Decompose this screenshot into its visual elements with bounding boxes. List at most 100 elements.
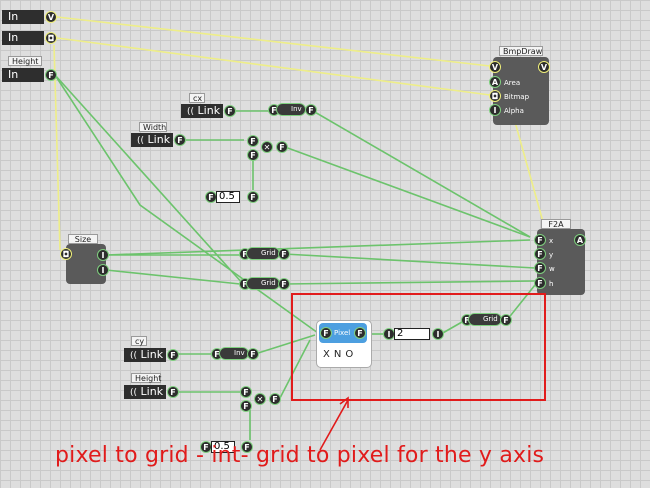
wire-cx-inv xyxy=(312,110,531,238)
wire-height-2 xyxy=(54,74,319,334)
grid-w-out-port-icon[interactable]: F xyxy=(500,314,512,326)
f2a-out-port-icon[interactable]: A xyxy=(574,234,586,246)
pixel-label: Pixel xyxy=(334,329,351,337)
float-port-icon[interactable]: F xyxy=(45,69,57,81)
f2a-x-label: x xyxy=(549,237,554,245)
inv-y-out-port-icon[interactable]: F xyxy=(247,348,259,360)
grid-y-out-port-icon[interactable]: F xyxy=(278,278,290,290)
bmpdraw-alpha-port-icon[interactable]: I xyxy=(489,104,501,116)
mult-x-in1-port-icon[interactable]: F xyxy=(247,135,259,147)
link-height-port-icon[interactable]: F xyxy=(167,386,179,398)
input-label-3: In xyxy=(8,68,19,81)
bmpdraw-title: BmpDraw xyxy=(499,46,543,56)
link-label-cy: Link xyxy=(140,348,164,361)
link-title-width: Width xyxy=(139,122,167,132)
f2a-title: F2A xyxy=(541,219,571,229)
wire-cy-inv xyxy=(254,334,316,355)
inv-y-node[interactable]: Inv xyxy=(219,347,249,360)
wire-mult-x xyxy=(284,146,531,238)
size-title: Size xyxy=(68,234,98,244)
annotation-arrow-head xyxy=(339,396,349,408)
link-title-cy: cy xyxy=(131,336,147,346)
bmpdraw-bitmap-port-icon[interactable]: ◘ xyxy=(489,90,501,102)
link-width-port-icon[interactable]: F xyxy=(174,134,186,146)
link-height[interactable]: (( Link xyxy=(124,385,166,399)
f2a-h-label: h xyxy=(549,280,554,288)
size-out2-port-icon[interactable]: I xyxy=(97,264,109,276)
annotation-arrow xyxy=(319,399,349,451)
wire-height xyxy=(54,74,245,286)
f2a-h-port-icon[interactable]: F xyxy=(534,277,546,289)
wire-size-2 xyxy=(105,269,241,285)
highlight-box xyxy=(291,293,546,401)
input-label-2: In xyxy=(8,31,19,44)
mult-y-in1-port-icon[interactable]: F xyxy=(240,386,252,398)
int-out-port-icon[interactable]: I xyxy=(432,328,444,340)
input-bar-2[interactable]: In xyxy=(2,31,44,45)
inv-x-node[interactable]: Inv xyxy=(276,103,306,116)
bmpdraw-in-port-icon[interactable]: V xyxy=(489,61,501,73)
grid-y-node[interactable]: Grid xyxy=(246,277,280,290)
bmpdraw-bitmap-label: Bitmap xyxy=(504,93,530,101)
link-label-width: Link xyxy=(147,133,171,146)
wire-bitmap-2 xyxy=(56,37,491,96)
link-width[interactable]: (( Link xyxy=(131,133,173,147)
mult-x-icon[interactable]: ✕ xyxy=(261,141,273,153)
bmpdraw-out-port-icon[interactable]: V xyxy=(538,61,550,73)
bmpdraw-alpha-label: Alpha xyxy=(504,107,524,115)
const-y-input[interactable]: 0.5 xyxy=(211,441,235,453)
input-bar-1[interactable]: In xyxy=(2,10,44,24)
const-x-right-port-icon[interactable]: F xyxy=(247,191,259,203)
inv-x-out-port-icon[interactable]: F xyxy=(305,104,317,116)
mult-y-out-port-icon[interactable]: F xyxy=(269,393,281,405)
link-title-height: Height xyxy=(131,373,161,383)
wire-grid-y xyxy=(283,280,536,285)
link-title-cx: cx xyxy=(189,93,205,103)
link-glyph-height: (( xyxy=(130,388,138,398)
link-glyph-width: (( xyxy=(137,136,145,146)
wire-bitmap-1 xyxy=(56,16,491,67)
bitmap-port-icon[interactable]: ◘ xyxy=(45,32,57,44)
wire-grid-x xyxy=(283,253,536,269)
grid-x-out-port-icon[interactable]: F xyxy=(278,248,290,260)
annotation-caption: pixel to grid - int- grid to pixel for t… xyxy=(55,443,545,468)
const-y-right-port-icon[interactable]: F xyxy=(241,441,253,453)
link-glyph-cx: (( xyxy=(187,107,195,117)
size-out1-port-icon[interactable]: I xyxy=(97,249,109,261)
pixel-out-port-icon[interactable]: F xyxy=(354,327,366,339)
vector-port-icon[interactable]: V xyxy=(45,11,57,23)
wire-mult-y xyxy=(279,339,311,399)
link-cx[interactable]: (( Link xyxy=(181,104,223,118)
bmpdraw-area-port-icon[interactable]: A xyxy=(489,76,501,88)
input-bar-3[interactable]: In xyxy=(2,68,44,82)
f2a-x-port-icon[interactable]: F xyxy=(534,234,546,246)
grid-x-node[interactable]: Grid xyxy=(246,247,280,260)
wire-grid-w xyxy=(506,284,536,321)
mult-y-in2-port-icon[interactable]: F xyxy=(240,400,252,412)
f2a-y-port-icon[interactable]: F xyxy=(534,248,546,260)
pixel-in-port-icon[interactable]: F xyxy=(320,327,332,339)
const-x-input[interactable]: 0.5 xyxy=(216,191,240,203)
mult-x-in2-port-icon[interactable]: F xyxy=(247,149,259,161)
mult-y-icon[interactable]: ✕ xyxy=(254,393,266,405)
f2a-y-label: y xyxy=(549,251,554,259)
link-label-height: Link xyxy=(140,385,164,398)
bmpdraw-area-label: Area xyxy=(504,79,521,87)
link-cy-port-icon[interactable]: F xyxy=(167,349,179,361)
size-in-port-icon[interactable]: ◘ xyxy=(60,248,72,260)
link-cy[interactable]: (( Link xyxy=(124,348,166,362)
input-label-1: In xyxy=(8,10,19,23)
int-input[interactable]: 2 xyxy=(394,328,430,340)
xno-label: XNO xyxy=(323,349,358,360)
f2a-w-label: w xyxy=(549,265,555,273)
wire-size-3 xyxy=(105,239,531,256)
input-title-height: Height xyxy=(8,56,42,66)
mult-x-out-port-icon[interactable]: F xyxy=(276,141,288,153)
wire-int-grid xyxy=(440,321,463,335)
grid-w-node[interactable]: Grid xyxy=(468,313,502,326)
link-glyph-cy: (( xyxy=(130,351,138,361)
link-cx-port-icon[interactable]: F xyxy=(224,105,236,117)
link-label-cx: Link xyxy=(197,104,221,117)
f2a-w-port-icon[interactable]: F xyxy=(534,262,546,274)
